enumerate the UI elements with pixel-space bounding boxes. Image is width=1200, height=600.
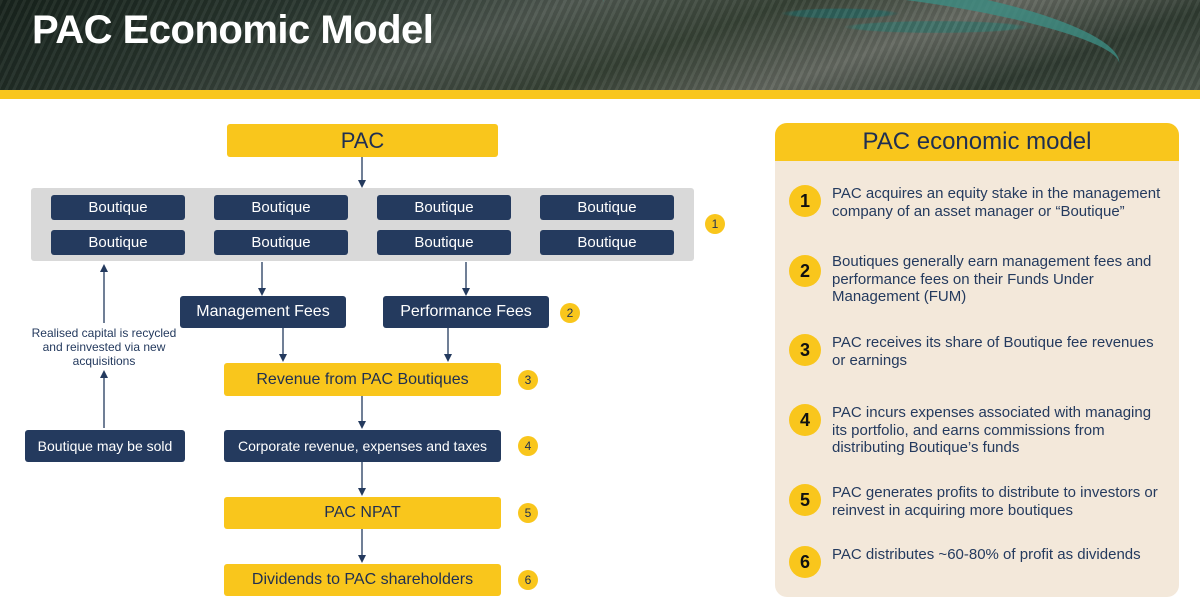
boutique-node: Boutique [540,230,674,255]
step-text: Boutiques generally earn management fees… [832,253,1152,305]
panel-title: PAC economic model [775,123,1179,161]
step-marker-1: 1 [705,214,725,234]
dividends-node: Dividends to PAC shareholders [224,564,501,596]
boutique-sold-node: Boutique may be sold [25,430,185,462]
boutique-node: Boutique [51,230,185,255]
step-number: 5 [789,484,821,516]
step-number: 4 [789,404,821,436]
step-text: PAC distributes ~60-80% of profit as div… [832,546,1141,563]
step-marker-2: 2 [560,303,580,323]
boutique-node: Boutique [377,230,511,255]
boutique-node: Boutique [51,195,185,220]
pac-node: PAC [227,124,498,157]
header-banner: PAC Economic Model [0,0,1200,90]
step-number: 6 [789,546,821,578]
step-text: PAC incurs expenses associated with mana… [832,404,1152,456]
banner-landscape [594,0,1126,90]
boutique-node: Boutique [214,195,348,220]
revenue-node: Revenue from PAC Boutiques [224,363,501,396]
step-number: 3 [789,334,821,366]
npat-node: PAC NPAT [224,497,501,529]
header-accent-rule [0,90,1200,99]
step-marker-4: 4 [518,436,538,456]
boutique-node: Boutique [540,195,674,220]
recycle-note: Realised capital is recycled and reinves… [31,326,177,368]
step-marker-6: 6 [518,570,538,590]
step-number: 2 [789,255,821,287]
performance-fees-node: Performance Fees [383,296,549,328]
management-fees-node: Management Fees [180,296,346,328]
boutique-node: Boutique [214,230,348,255]
boutique-node: Boutique [377,195,511,220]
step-text: PAC receives its share of Boutique fee r… [832,334,1154,369]
corporate-node: Corporate revenue, expenses and taxes [224,430,501,462]
step-text: PAC acquires an equity stake in the mana… [832,185,1161,220]
step-text: PAC generates profits to distribute to i… [832,484,1158,519]
model-summary-panel [775,123,1179,597]
step-number: 1 [789,185,821,217]
step-marker-3: 3 [518,370,538,390]
page-title: PAC Economic Model [32,8,434,52]
step-marker-5: 5 [518,503,538,523]
